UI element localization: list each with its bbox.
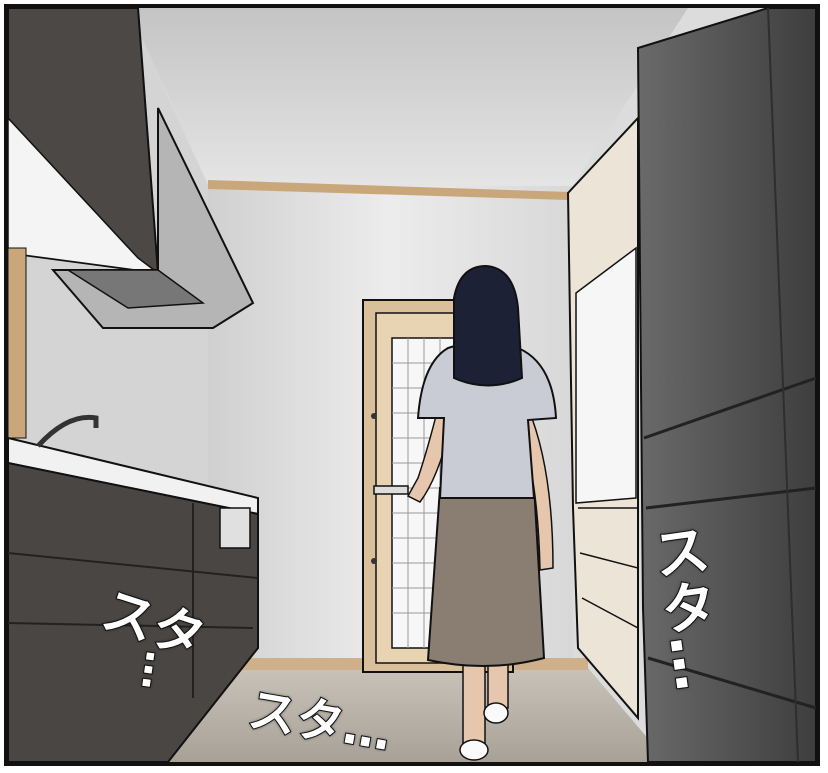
range-hood-vent [65,269,206,309]
manga-panel: スタ … スタ… スタ… [4,4,820,766]
faucet [36,414,99,448]
right-sock [483,702,509,724]
skirt [426,484,546,668]
lower-cabinets [8,461,259,762]
cabinet-seam-2 [8,622,254,629]
cupboard-glass [575,246,637,504]
left-sock [459,739,489,761]
refrigerator [636,8,816,762]
fridge-edge [767,8,799,762]
sfx-left-dots: … [131,647,184,695]
door-lock [371,413,377,419]
stove-control-panel [219,507,251,549]
cupboard-seam-2 [579,552,639,569]
ceiling-trim [208,180,570,200]
cabinet-seam-1 [8,552,259,579]
kitchen-scene [8,8,816,762]
floor [158,668,668,762]
cupboard-seam-3 [581,597,639,629]
door-keyhole [371,558,377,564]
wood-strip [8,247,27,439]
woman-figure [406,264,558,761]
ceiling [128,8,688,193]
fridge-seam-3 [647,656,816,710]
hair [453,264,524,387]
door-handle [373,485,409,495]
fridge-seam-1 [643,376,816,440]
